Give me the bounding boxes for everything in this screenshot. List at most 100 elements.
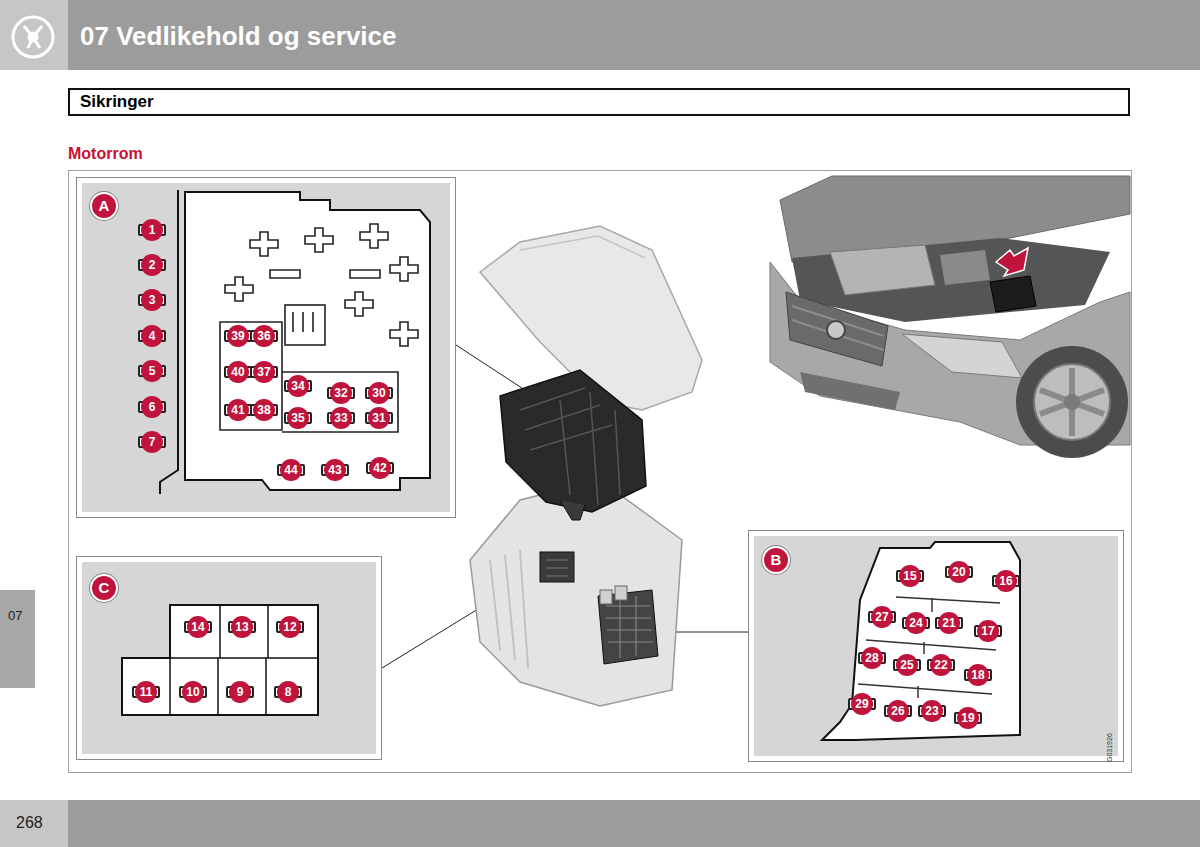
callout-number: 29 <box>851 693 873 715</box>
fuse-position: 29 <box>847 692 877 716</box>
callout-number: 9 <box>229 681 251 703</box>
callout-number: 14 <box>187 616 209 638</box>
callout-number: 1 <box>141 219 163 241</box>
fuse-position: 43 <box>320 458 350 482</box>
fuse-position: 16 <box>991 569 1021 593</box>
callout-number: 27 <box>871 606 893 628</box>
fuse-position: 20 <box>944 560 974 584</box>
fuse-position: 30 <box>364 381 394 405</box>
callout-number: 6 <box>141 396 163 418</box>
callout-number: 38 <box>253 399 275 421</box>
fuse-position: 1 <box>137 218 167 242</box>
fuse-position: 27 <box>867 605 897 629</box>
callout-number: 24 <box>905 612 927 634</box>
callout-number: 42 <box>369 457 391 479</box>
header-band <box>0 0 1200 70</box>
callout-number: 22 <box>930 654 952 676</box>
section-subheading: Motorrom <box>68 144 143 164</box>
callout-number: 7 <box>141 431 163 453</box>
section-heading: Sikringer <box>80 92 1118 112</box>
callout-number: 5 <box>141 360 163 382</box>
callout-number: 12 <box>279 616 301 638</box>
section-heading-box: Sikringer <box>68 88 1130 116</box>
fuse-box-illustration <box>470 226 702 706</box>
callout-number: 18 <box>967 664 989 686</box>
callout-number: 43 <box>324 459 346 481</box>
callout-number: 3 <box>141 289 163 311</box>
panel-letter: B <box>762 546 790 574</box>
page-title: 07 Vedlikehold og service <box>80 20 396 52</box>
chapter-tab <box>0 590 35 688</box>
fuse-position: 4 <box>137 324 167 348</box>
page-number: 268 <box>16 813 43 833</box>
fuse-position: 3 <box>137 288 167 312</box>
service-icon <box>13 17 53 57</box>
fuse-position: 25 <box>892 653 922 677</box>
callout-number: 36 <box>253 325 275 347</box>
callout-number: 35 <box>287 407 309 429</box>
callout-number: 2 <box>141 254 163 276</box>
fuse-position: 6 <box>137 395 167 419</box>
car-illustration <box>770 176 1130 458</box>
callout-number: 20 <box>948 561 970 583</box>
callout-number: 10 <box>182 681 204 703</box>
fuse-position: 10 <box>178 680 208 704</box>
fuse-position: 15 <box>895 564 925 588</box>
fuse-position: 18 <box>963 663 993 687</box>
fuse-position: 33 <box>326 406 356 430</box>
fuse-position: 39 <box>223 324 253 348</box>
callout-number: 13 <box>231 616 253 638</box>
callout-number: 33 <box>330 407 352 429</box>
fuse-position: 17 <box>973 619 1003 643</box>
callout-number: 37 <box>253 361 275 383</box>
header-icon-field <box>0 0 68 70</box>
fuse-position: 38 <box>249 398 279 422</box>
fuse-position: 36 <box>249 324 279 348</box>
fuse-position: 22 <box>926 653 956 677</box>
fuse-position: 11 <box>131 680 161 704</box>
fuse-position: 9 <box>225 680 255 704</box>
callout-number: 39 <box>227 325 249 347</box>
callout-number: 41 <box>227 399 249 421</box>
fuse-position: 26 <box>883 699 913 723</box>
fuse-position: 7 <box>137 430 167 454</box>
image-code: G031926 <box>1106 733 1114 762</box>
callout-number: 15 <box>899 565 921 587</box>
footer-band <box>0 800 1200 847</box>
callout-number: 19 <box>957 707 979 729</box>
fuse-panel-a: A1234567393640373432304138353331444342 <box>76 177 456 518</box>
fuse-position: 8 <box>273 680 303 704</box>
fuse-position: 41 <box>223 398 253 422</box>
callout-number: 4 <box>141 325 163 347</box>
footer-page-field <box>0 800 68 847</box>
callout-number: 32 <box>330 382 352 404</box>
callout-number: 17 <box>977 620 999 642</box>
fuse-position: 40 <box>223 360 253 384</box>
fuse-position: 44 <box>276 458 306 482</box>
chapter-tab-number: 07 <box>8 608 22 624</box>
panel-a-drawing <box>77 178 529 518</box>
callout-number: 16 <box>995 570 1017 592</box>
fuse-position: 12 <box>275 615 305 639</box>
fuse-position: 13 <box>227 615 257 639</box>
callout-number: 40 <box>227 361 249 383</box>
panel-letter: C <box>90 574 118 602</box>
figure-frame <box>69 171 1132 773</box>
fuse-panel-b: B 15 20 16 27 24 21 17 28 25 22 18 29 26 23 19 <box>748 530 1124 762</box>
fuse-position: 35 <box>283 406 313 430</box>
fuse-position: 19 <box>953 706 983 730</box>
panel-b-drawing <box>652 531 1124 762</box>
fuse-position: 2 <box>137 253 167 277</box>
callout-number: 23 <box>921 700 943 722</box>
callout-number: 30 <box>368 382 390 404</box>
fuse-position: 5 <box>137 359 167 383</box>
fuse-position: 28 <box>857 646 887 670</box>
callout-number: 21 <box>938 612 960 634</box>
callout-number: 28 <box>861 647 883 669</box>
fuse-position: 42 <box>365 456 395 480</box>
callout-number: 11 <box>135 681 157 703</box>
fuse-position: 32 <box>326 381 356 405</box>
callout-number: 31 <box>368 407 390 429</box>
